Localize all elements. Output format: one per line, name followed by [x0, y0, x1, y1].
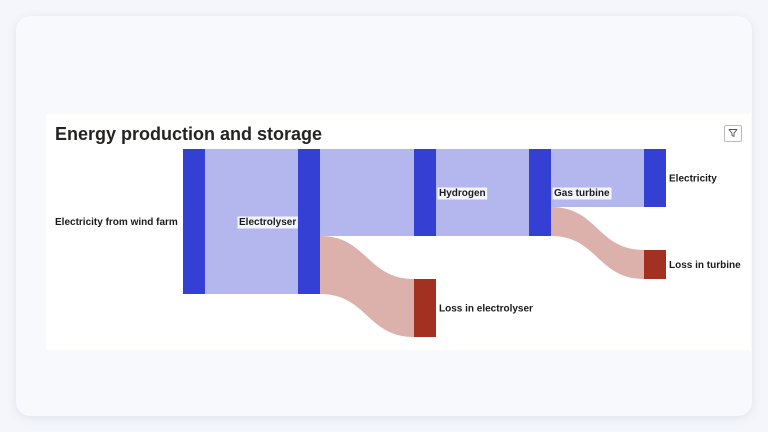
sankey-node-electrolyser[interactable]	[298, 149, 320, 294]
sankey-link-electrolyser-loss_electrolyser[interactable]	[320, 236, 414, 337]
sankey-chart: Electricity from wind farm Electrolyser Hy…	[55, 149, 741, 337]
sankey-visual[interactable]: Energy production and storage Electricit…	[46, 114, 751, 350]
sankey-label-bg-hydrogen	[437, 187, 488, 200]
sankey-label-electricity: Electricity	[669, 174, 717, 185]
sankey-node-gas_turbine[interactable]	[529, 149, 551, 236]
sankey-node-loss_turbine[interactable]	[644, 250, 666, 279]
sankey-label-bg-electrolyser	[237, 216, 298, 229]
sankey-label-bg-gas_turbine	[552, 187, 612, 200]
sankey-link-gas_turbine-loss_turbine[interactable]	[551, 207, 644, 279]
sankey-label-gas_turbine: Gas turbine	[554, 188, 610, 199]
sankey-node-electricity[interactable]	[644, 149, 666, 207]
sankey-node-wind[interactable]	[183, 149, 205, 294]
sankey-label-wind: Electricity from wind farm	[55, 217, 178, 228]
sankey-link-electrolyser-hydrogen[interactable]	[320, 149, 414, 236]
sankey-node-hydrogen[interactable]	[414, 149, 436, 236]
sankey-label-loss_electrolyser: Loss in electrolyser	[439, 304, 533, 315]
sankey-label-electrolyser: Electrolyser	[239, 217, 296, 228]
filter-icon	[728, 125, 738, 143]
filter-button[interactable]	[724, 125, 742, 142]
chart-title: Energy production and storage	[55, 124, 323, 144]
sankey-label-loss_turbine: Loss in turbine	[669, 260, 741, 271]
sankey-label-hydrogen: Hydrogen	[439, 188, 486, 199]
report-canvas: Energy production and storage Electricit…	[16, 16, 752, 416]
sankey-node-loss_electrolyser[interactable]	[414, 279, 436, 337]
